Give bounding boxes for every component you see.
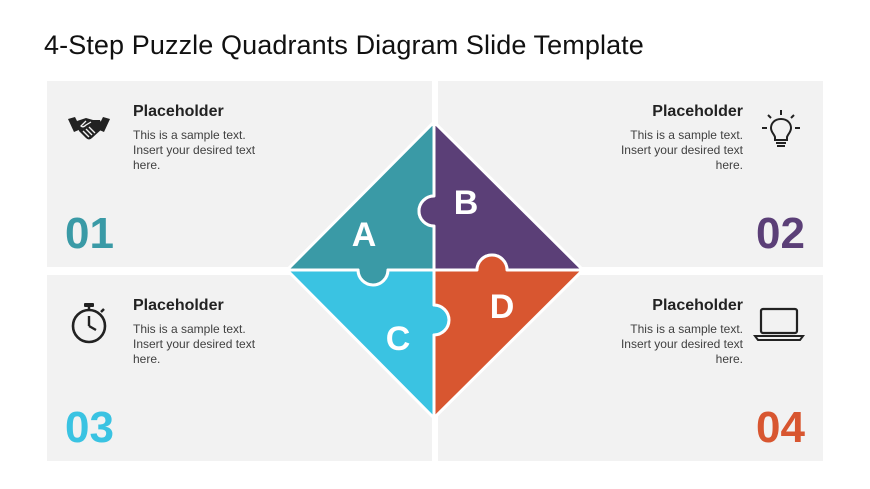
slide-title: 4-Step Puzzle Quadrants Diagram Slide Te… (44, 30, 644, 60)
quadrant-2-title: Placeholder (652, 103, 743, 120)
laptop-icon (753, 307, 805, 341)
quadrant-panel-1: Placeholder This is a sample text. Inser… (47, 81, 432, 267)
quadrant-1-text: This is a sample text. Insert your desir… (133, 128, 256, 172)
quadrant-4-text: This is a sample text. Insert your desir… (620, 322, 743, 366)
quadrant-4-number: 04 (756, 403, 805, 452)
puzzle-piece-b (417, 120, 585, 272)
puzzle-letter-c: C (386, 320, 411, 358)
puzzle-letter-b: B (454, 184, 479, 222)
quadrant-1-number: 01 (65, 209, 114, 258)
quadrant-1-title: Placeholder (133, 103, 224, 120)
puzzle-letter-a: A (352, 216, 377, 254)
quadrant-4-title: Placeholder (652, 297, 743, 314)
lightbulb-icon (762, 110, 800, 147)
puzzle-piece-d (432, 253, 585, 420)
quadrant-panel-2: Placeholder This is a sample text. Inser… (438, 81, 823, 267)
puzzle-letter-d: D (490, 288, 515, 326)
quadrant-3-title: Placeholder (133, 297, 224, 314)
handshake-icon (68, 117, 110, 140)
puzzle-piece-c (285, 268, 451, 420)
quadrant-3-number: 03 (65, 403, 114, 452)
stopwatch-icon (71, 303, 107, 344)
quadrant-2-text: This is a sample text. Insert your desir… (620, 128, 743, 172)
quadrant-3-text: This is a sample text. Insert your desir… (133, 322, 256, 366)
quadrant-2-number: 02 (756, 209, 805, 258)
puzzle-piece-a (285, 120, 436, 287)
